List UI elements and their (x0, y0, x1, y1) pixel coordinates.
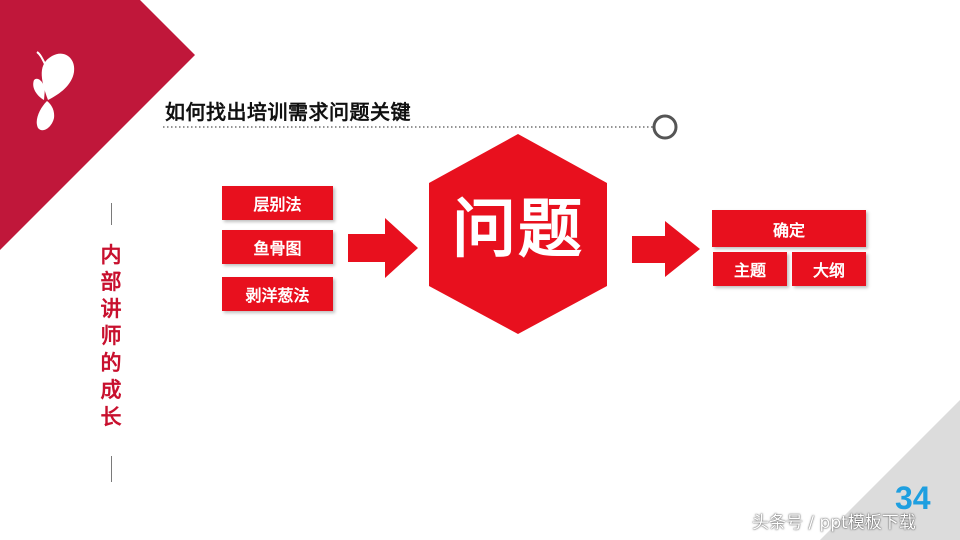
ring-icon (652, 114, 678, 140)
section-title: 内 部 讲 师 的 成 长 (95, 242, 127, 431)
section-divider-bottom (111, 456, 112, 482)
method-fishbone: 鱼骨图 (222, 230, 333, 264)
section-title-char: 长 (100, 405, 122, 429)
section-title-char: 的 (100, 351, 122, 375)
output-topic: 主题 (713, 252, 787, 286)
page-number: 34 (895, 480, 931, 516)
section-divider-top (111, 203, 112, 225)
output-outline: 大纲 (792, 252, 866, 286)
method-layering: 层别法 (222, 186, 333, 220)
butterfly-icon (33, 51, 75, 131)
section-title-char: 部 (100, 270, 122, 294)
section-title-char: 内 (100, 243, 122, 267)
problem-label: 问题 (452, 193, 584, 267)
section-title-char: 师 (100, 324, 122, 348)
corner-banner (0, 0, 195, 250)
corner-triangle (820, 400, 960, 540)
problem-hexagon (429, 134, 607, 334)
section-title-char: 讲 (100, 297, 122, 321)
right-arrow-icon (348, 218, 418, 278)
slide-title: 如何找出培训需求问题关键 (165, 100, 411, 124)
method-onion-peeling: 剥洋葱法 (222, 277, 333, 311)
output-confirm: 确定 (712, 210, 866, 247)
section-title-char: 成 (100, 378, 122, 402)
right-arrow-icon (632, 221, 700, 277)
watermark-text: 头条号 / ppt模板下载 (752, 513, 916, 533)
